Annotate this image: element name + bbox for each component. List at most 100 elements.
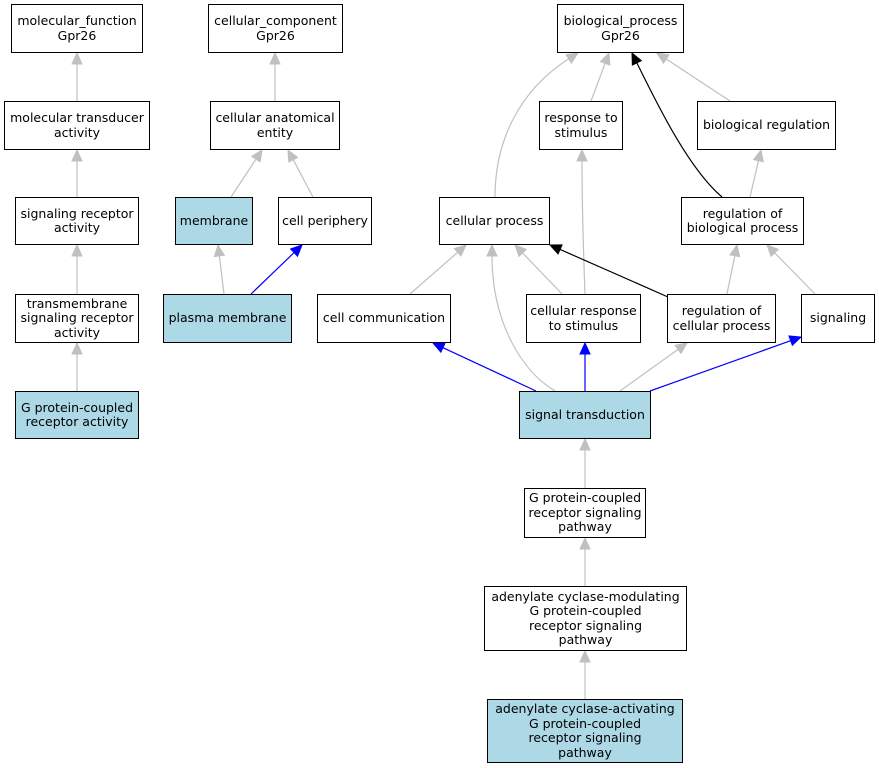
edge-arrowhead [579,649,591,663]
edge-arrowhead [788,335,803,347]
node-cell-communication: cell communication [317,294,451,343]
edge-arrowhead [674,342,688,355]
edge-arrowhead [71,148,83,162]
edge-arrowhead [579,341,591,355]
edge-arrowhead [548,244,563,255]
edge-arrowhead [71,51,83,65]
edge-line [218,255,225,295]
edge-plasma_membrane-to-membrane [213,243,226,295]
edge-cell_resp-to-cell_process [514,244,563,295]
node-membrane: membrane [175,197,253,245]
node-regulation-of-biological-process: regulation of biological process [681,197,804,245]
edge-arrowhead [599,51,611,66]
node-transmembrane-signaling-receptor-activity: transmembrane signaling receptor activit… [15,294,139,343]
node-molecular-function-root: molecular_function Gpr26 [11,4,143,53]
edge-line [230,158,257,198]
node-regulation-of-cellular-process: regulation of cellular process [667,294,776,343]
edge-mol_transducer-to-mf_root [71,51,83,101]
edge-arrowhead [631,51,643,66]
edge-arrowhead [486,243,498,257]
node-molecular-transducer-activity: molecular transducer activity [4,101,150,150]
edge-arrowhead [287,148,299,163]
edge-arrowhead [579,437,591,451]
edge-line [581,160,586,295]
edge-tm_sig_receptor-to-sig_receptor [71,243,83,294]
edge-reg_cell-to-cell_process [548,244,669,298]
node-biological-regulation: biological regulation [697,101,836,150]
edge-plasma_membrane-to-cell_periphery [250,244,303,295]
node-signaling: signaling [801,294,875,343]
node-cellular-anatomical-entity: cellular anatomical entity [210,101,340,150]
edge-arrowhead [213,243,226,258]
edge-arrowhead [431,342,446,354]
node-cell-periphery: cell periphery [278,197,372,245]
edge-line [559,248,669,298]
edge-reg_cell-to-reg_bio [726,243,741,295]
node-cellular-response-to-stimulus: cellular response to stimulus [526,294,641,343]
edge-line [636,62,723,198]
edge-arrowhead [250,148,263,163]
node-adenylate-cyclase-activating-gpcr-pathway: adenylate cyclase-activating G protein-c… [487,699,683,763]
edge-cell_periphery-to-cell_anat [287,148,314,198]
node-signal-transduction: signal transduction [519,391,651,439]
edge-cell_comm-to-cell_process [409,244,467,295]
edge-sig_trans-to-signaling [649,335,803,392]
edge-reg_bio-to-bp_root [631,51,723,198]
edge-line [774,252,816,295]
edge-sig_trans-to-cell_resp [579,341,591,391]
edge-line [250,252,295,295]
edge-line [409,251,459,295]
edge-membrane-to-cell_anat [230,148,263,198]
edge-line [619,348,679,392]
node-cellular-component-root: cellular_component Gpr26 [208,4,343,53]
edge-gpcr_activity-to-tm_sig_receptor [71,341,83,391]
edge-line [649,340,791,392]
edge-line [442,347,537,392]
edge-arrowhead [729,243,741,258]
edge-arrowhead [269,51,281,65]
edge-resp_stimulus-to-bp_root [590,51,611,102]
edge-arrowhead [453,244,467,257]
edge-line [590,63,606,102]
edge-cell_process-to-bp_root [494,52,580,198]
edge-sig_trans-to-cell_comm [431,342,537,392]
edge-line [665,58,731,102]
edge-sig_receptor-to-mol_transducer [71,148,83,197]
edge-cell_resp-to-resp_stimulus [576,148,588,295]
edge-arrowhead [289,244,303,258]
node-biological-process-root: biological_process Gpr26 [557,4,684,53]
edge-bio_reg-to-bp_root [655,52,731,102]
edge-arrowhead [766,244,780,258]
edge-arrowhead [576,148,588,162]
edge-ac_act-to-ac_mod [579,649,591,699]
edge-cell_anat-to-cc_root [269,51,281,101]
edge-line [749,160,760,198]
edge-gpcr_path-to-sig_trans [579,437,591,488]
edge-ac_mod-to-gpcr_path [579,536,591,586]
edge-arrowhead [71,243,83,257]
node-g-protein-coupled-receptor-signaling-pathway: G protein-coupled receptor signaling pat… [524,488,646,538]
node-plasma-membrane: plasma membrane [163,294,292,343]
node-g-protein-coupled-receptor-activity: G protein-coupled receptor activity [15,391,139,439]
edge-sig_trans-to-reg_cell [619,342,688,392]
edge-reg_bio-to-bio_reg [749,148,765,198]
node-response-to-stimulus: response to stimulus [539,101,623,150]
edge-signaling-to-reg_bio [766,244,816,295]
edge-line [726,255,736,295]
edge-line [494,58,570,198]
edge-arrowhead [71,341,83,355]
edge-line [522,252,563,295]
edge-arrowhead [752,148,765,163]
edge-arrowhead [655,52,670,65]
node-cellular-process: cellular process [439,197,550,245]
edge-arrowhead [579,536,591,550]
edge-line [292,159,314,198]
node-adenylate-cyclase-modulating-gpcr-pathway: adenylate cyclase-modulating G protein-c… [484,586,687,651]
edge-arrowhead [565,52,580,65]
node-signaling-receptor-activity: signaling receptor activity [15,197,139,245]
edge-line [491,255,556,392]
edge-arrowhead [514,244,528,258]
edge-sig_trans-to-cell_process [486,243,556,392]
